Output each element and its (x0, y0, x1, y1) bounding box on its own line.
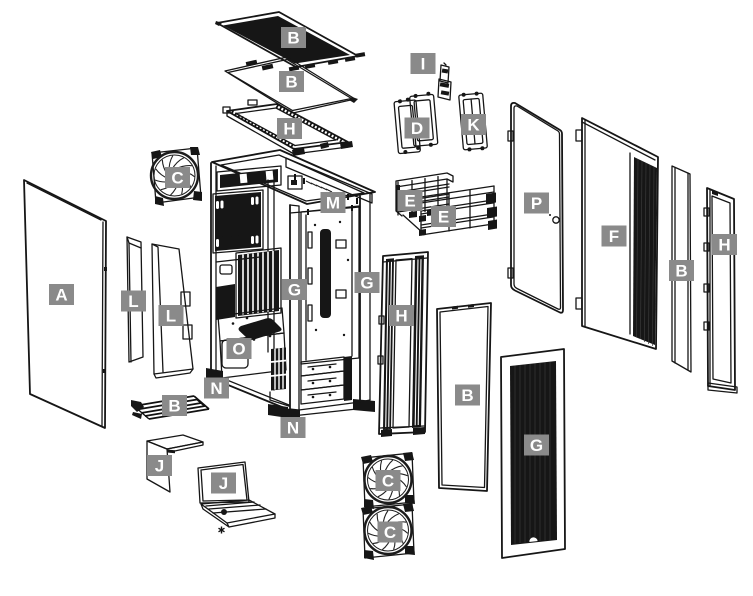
svg-text:H: H (395, 307, 407, 326)
svg-text:M: M (326, 194, 340, 213)
svg-text:L: L (166, 307, 176, 326)
svg-text:I: I (421, 55, 426, 74)
svg-text:D: D (411, 119, 423, 138)
svg-text:A: A (55, 286, 67, 305)
svg-text:K: K (467, 116, 480, 135)
svg-text:C: C (171, 169, 183, 188)
svg-text:E: E (404, 192, 415, 211)
svg-text:G: G (530, 436, 543, 455)
svg-text:E: E (438, 208, 449, 227)
svg-text:G: G (288, 281, 301, 300)
svg-text:B: B (675, 262, 687, 281)
svg-text:O: O (232, 340, 245, 359)
svg-text:N: N (210, 379, 222, 398)
svg-text:P: P (531, 194, 542, 213)
svg-text:H: H (718, 236, 730, 255)
svg-text:B: B (285, 73, 297, 92)
svg-text:F: F (609, 227, 619, 246)
svg-text:H: H (283, 120, 295, 139)
svg-text:B: B (168, 397, 180, 416)
svg-text:B: B (287, 29, 299, 48)
svg-text:C: C (382, 472, 394, 491)
svg-text:C: C (384, 523, 396, 542)
svg-text:J: J (219, 474, 228, 493)
svg-text:B: B (461, 386, 473, 405)
svg-text:N: N (287, 419, 299, 438)
svg-text:L: L (128, 292, 138, 311)
svg-text:J: J (155, 457, 164, 476)
svg-text:G: G (360, 274, 373, 293)
